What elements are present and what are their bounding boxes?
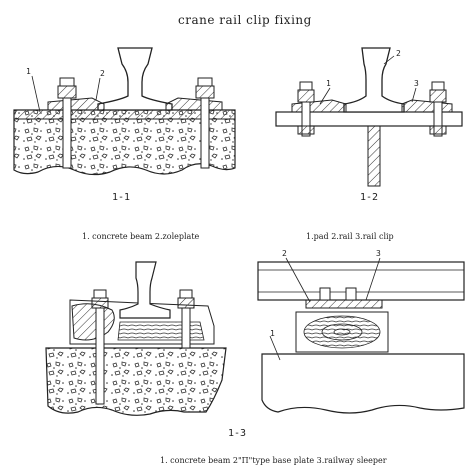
figure-label-1-1: 1-1: [112, 192, 131, 203]
caption-bottom: 1. concrete beam 2"Π"type base plate 3.r…: [160, 456, 387, 465]
concrete-beam: [45, 347, 227, 416]
girder-web: [367, 125, 381, 187]
bolt-left: [91, 289, 109, 405]
bolt-right: [429, 81, 447, 137]
sleeper-grain: [303, 315, 381, 349]
callout-1-4-c: 3: [376, 249, 381, 258]
caption-1-1: 1. concrete beam 2.zoleplate: [82, 232, 200, 241]
figure-1-1: 1 2: [13, 47, 236, 176]
rail: [257, 261, 465, 301]
rail: [119, 261, 171, 319]
sleeper-grain: [117, 321, 205, 341]
rail: [343, 47, 405, 113]
callout-1-4-b: 2: [282, 249, 287, 258]
callout-1-1-b: 2: [100, 69, 105, 78]
bolt-left: [319, 287, 331, 301]
callout-1-2-c: 3: [414, 79, 419, 88]
callout-1-2-b: 2: [396, 49, 401, 58]
callout-1-4-a: 1: [270, 329, 275, 338]
bolt-left: [297, 81, 315, 137]
figure-1-3: [45, 261, 227, 416]
pi-base-plate: [305, 299, 383, 309]
bolt-left: [57, 77, 77, 169]
bolt-right: [195, 77, 215, 169]
rail-clip-left: [47, 97, 105, 111]
callout-1-2-a: 1: [326, 79, 331, 88]
figure-label-1-2: 1-2: [360, 192, 379, 203]
rail-clip-right: [165, 97, 223, 111]
bolt-right: [345, 287, 357, 301]
page-title: crane rail clip fixing: [178, 13, 312, 27]
rail: [97, 47, 173, 111]
figure-1-4: 1 2 3: [257, 249, 465, 414]
caption-1-2: 1.pad 2.rail 3.rail clip: [306, 232, 394, 241]
figure-label-1-3: 1-3: [228, 428, 247, 439]
callout-1-1-a: 1: [26, 67, 31, 76]
figure-1-2: 1 2 3: [275, 47, 463, 187]
concrete-beam: [261, 353, 465, 414]
bolt-right: [177, 289, 195, 349]
